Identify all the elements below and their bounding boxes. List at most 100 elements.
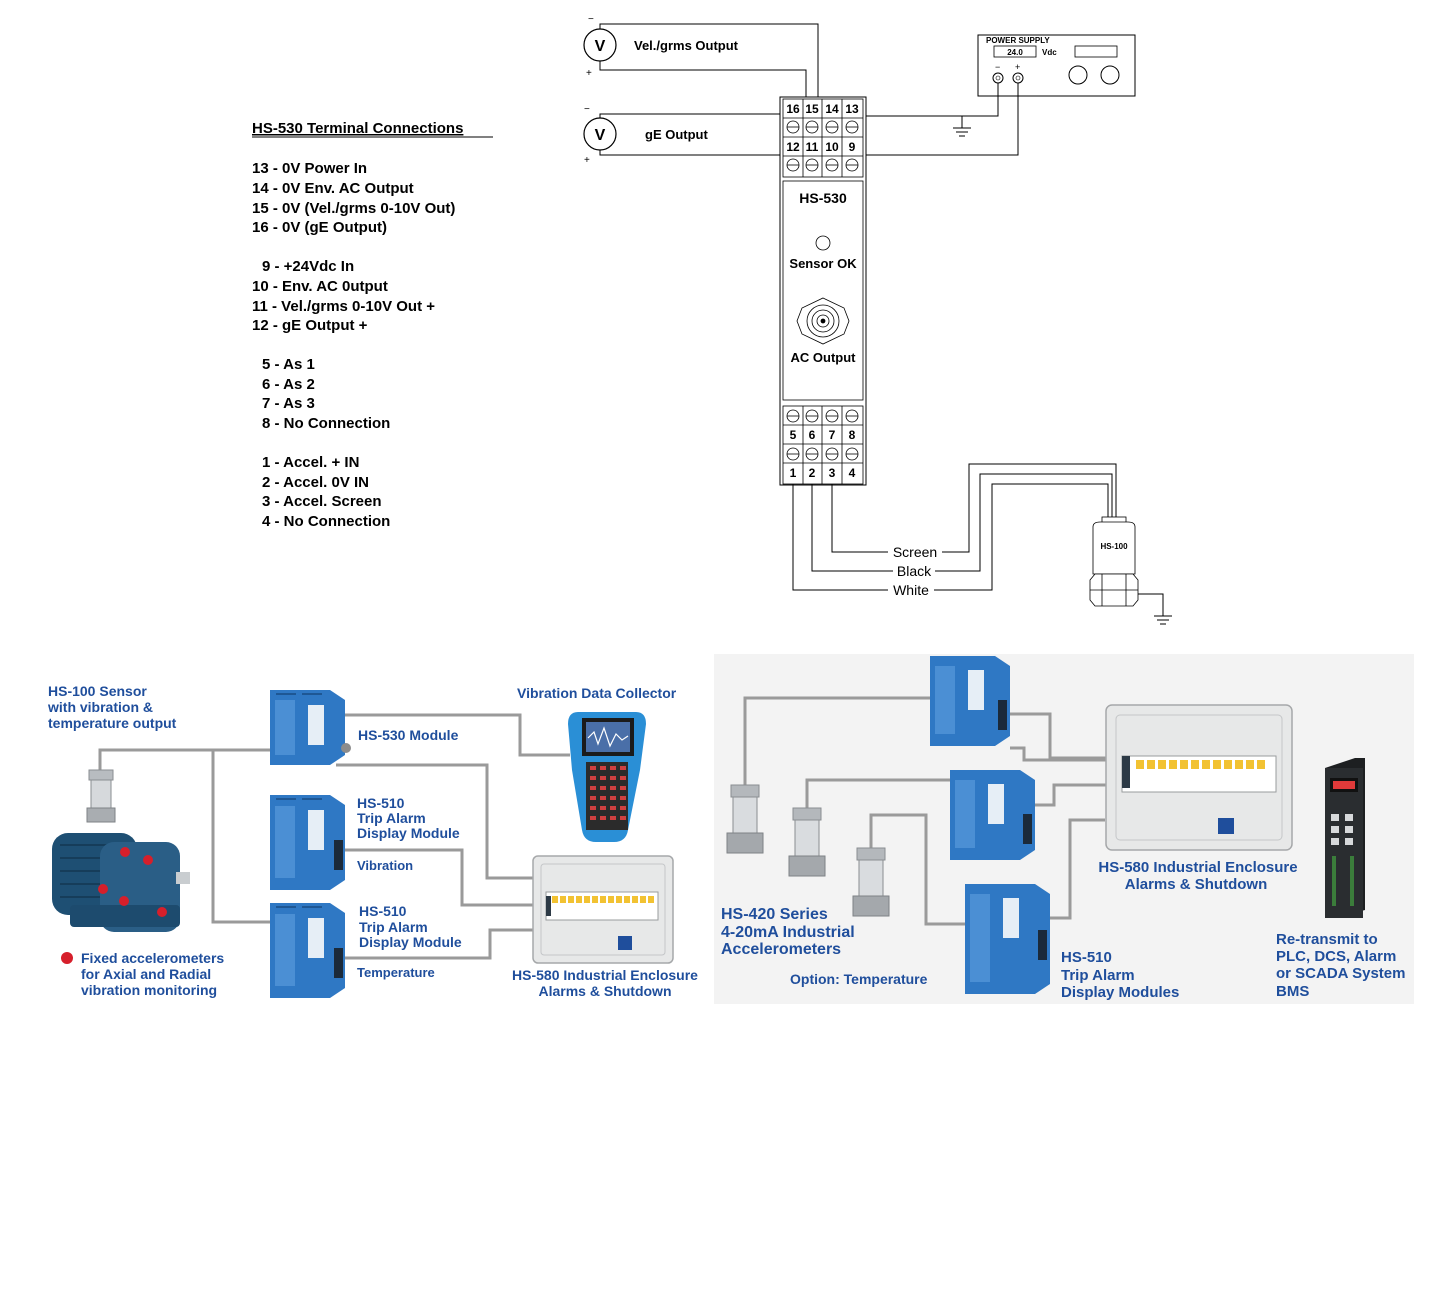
hs510-module-photo-2: [270, 903, 345, 998]
terminal-line: 9 - +24Vdc In: [262, 258, 354, 275]
power-supply: POWER SUPPLY 24.0 Vdc − +: [977, 34, 1136, 97]
fixed-accel-note: vibration monitoring: [81, 982, 217, 998]
terminal-line: 1 - Accel. + IN: [262, 454, 359, 471]
hs510-module-photo-1: [270, 795, 345, 890]
terminal-line: 10 - Env. AC 0utput: [252, 278, 388, 295]
terminal-4: 4: [849, 466, 856, 480]
power-wires: [866, 83, 1019, 156]
retransmit-label: PLC, DCS, Alarm: [1276, 948, 1396, 965]
temperature-label: Temperature: [357, 965, 435, 980]
accelerometer-dots: [61, 847, 167, 964]
sensor-ok-label: Sensor OK: [789, 256, 857, 271]
black-wire-label: Black: [897, 563, 932, 579]
hs510-label: Trip Alarm: [357, 810, 426, 826]
screw-icons-bottom: [786, 409, 859, 461]
hs530-module-photo: [270, 690, 351, 765]
terminal-14: 14: [825, 102, 839, 116]
hs510-label-right: HS-510: [1061, 949, 1112, 966]
data-collector-label: Vibration Data Collector: [517, 685, 677, 701]
hs100-sensor-icon: [1089, 516, 1139, 607]
hs420-accelerometer-photo-1: [726, 784, 764, 854]
ge-output-label: gE Output: [645, 127, 708, 142]
terminal-9: 9: [849, 140, 856, 154]
voltage-display: [993, 45, 1037, 58]
voltmeter-symbol: V: [595, 38, 606, 55]
terminal-6: 6: [809, 428, 816, 442]
current-display: [1074, 45, 1118, 58]
plc-unit-photo: [1325, 758, 1365, 918]
terminal-16: 16: [786, 102, 800, 116]
hs420-label: HS-420 Series: [721, 906, 828, 923]
retransmit-label: or SCADA System: [1276, 965, 1405, 982]
hs420-accelerometer-photo-2: [788, 807, 826, 877]
left-system: HS-100 Sensor with vibration & temperatu…: [47, 683, 698, 999]
bnc-connector-icon: [796, 297, 850, 345]
hs510-module-photo-r3: [965, 884, 1050, 994]
terminal-line: 12 - gE Output +: [252, 317, 368, 334]
hs580-enclosure-photo-right: [1105, 704, 1293, 851]
hs420-label: 4-20mA Industrial: [721, 924, 855, 941]
left-system-wires: [98, 713, 570, 960]
terminal-list: HS-530 Terminal Connections 13 - 0V Powe…: [252, 120, 493, 530]
terminal-line: 2 - Accel. 0V IN: [262, 474, 369, 491]
hs580-enclosure-label: HS-580 Industrial Enclosure: [512, 967, 698, 983]
voltmeter-wires: [599, 23, 819, 156]
hs580-enclosure-photo-left: [532, 855, 674, 964]
ps-minus: −: [995, 62, 1000, 72]
voltage-unit: Vdc: [1042, 48, 1057, 57]
hs510-module-photo-r1: [930, 656, 1010, 746]
hs510-label-right: Trip Alarm: [1061, 967, 1135, 984]
hs100-sensor-subtitle: temperature output: [48, 715, 177, 731]
hs100-sensor-photo: [86, 769, 116, 823]
hs510-label: Display Module: [357, 825, 460, 841]
terminal-line: 5 - As 1: [262, 356, 315, 373]
hs510-label: Trip Alarm: [359, 919, 428, 935]
retransmit-label: BMS: [1276, 983, 1309, 1000]
hs510-label: Display Module: [359, 934, 462, 950]
right-system: HS-580 Industrial Enclosure Alarms & Shu…: [721, 656, 1405, 1001]
hs510-label: HS-510: [357, 795, 405, 811]
sensor-ground: [1138, 593, 1172, 625]
terminal-line: 3 - Accel. Screen: [262, 493, 382, 510]
terminal-12: 12: [786, 140, 800, 154]
ac-output-label: AC Output: [791, 350, 857, 365]
voltmeter-minus: −: [588, 14, 594, 25]
terminal-line: 6 - As 2: [262, 376, 315, 393]
option-temperature-label: Option: Temperature: [790, 971, 928, 987]
terminal-10: 10: [825, 140, 839, 154]
white-wire-label: White: [893, 582, 929, 598]
terminal-2: 2: [809, 466, 816, 480]
knob-icon: [1068, 65, 1088, 85]
fixed-accel-note: Fixed accelerometers: [81, 950, 224, 966]
hs100-label: HS-100: [1100, 542, 1128, 551]
hs420-label: Accelerometers: [721, 941, 841, 958]
hs100-sensor-title: HS-100 Sensor: [48, 683, 147, 699]
voltage-value: 24.0: [1007, 48, 1023, 57]
vel-output-label: Vel./grms Output: [634, 38, 739, 53]
sensor-ok-led-icon: [815, 235, 831, 251]
terminal-11: 11: [806, 140, 819, 154]
ps-plus: +: [1015, 62, 1020, 72]
voltmeter-plus: +: [584, 155, 590, 166]
knob-icon: [1100, 65, 1120, 85]
terminal-line: 4 - No Connection: [262, 513, 390, 530]
terminal-line: 13 - 0V Power In: [252, 160, 367, 177]
motor-icon: [52, 833, 190, 932]
voltmeter-minus: −: [584, 104, 590, 115]
hs580-enclosure-sublabel-right: Alarms & Shutdown: [1125, 876, 1268, 893]
hs510-label: HS-510: [359, 903, 407, 919]
terminal-line: 11 - Vel./grms 0-10V Out +: [252, 298, 435, 315]
terminal-5: 5: [790, 428, 797, 442]
power-supply-box: [977, 34, 1136, 97]
hs100-sensor-subtitle: with vibration &: [47, 699, 153, 715]
retransmit-label: Re-transmit to: [1276, 931, 1378, 948]
hs580-enclosure-label-right: HS-580 Industrial Enclosure: [1098, 859, 1297, 876]
wiring-diagram: V − + Vel./grms Output V − + gE Output P…: [252, 14, 1172, 625]
terminal-line: 16 - 0V (gE Output): [252, 219, 387, 236]
fixed-accel-note: for Axial and Radial: [81, 966, 211, 982]
right-system-panel: [714, 654, 1414, 1004]
terminal-3: 3: [829, 466, 836, 480]
terminal-list-title: HS-530 Terminal Connections: [252, 120, 463, 137]
hs530-module: 16 15 14 13 12 11 10 9 HS-530 Sensor OK: [779, 96, 867, 486]
voltmeter-symbol: V: [595, 127, 606, 144]
